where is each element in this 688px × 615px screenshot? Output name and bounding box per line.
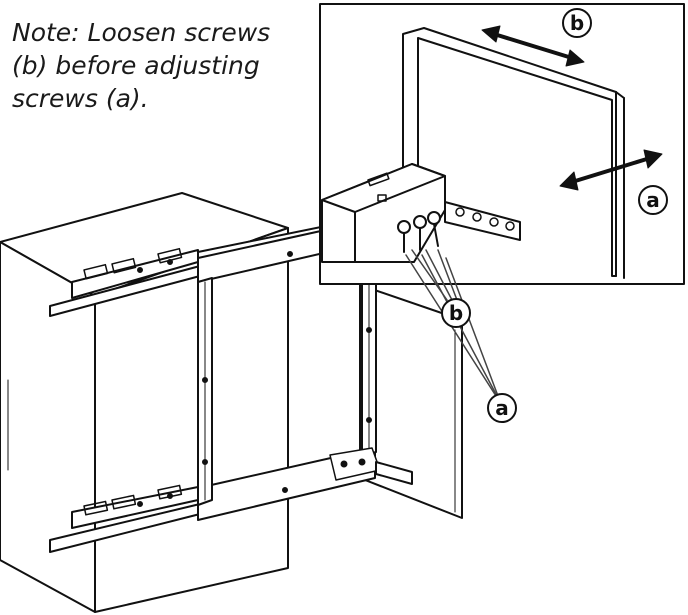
callout-main-b: b (441, 298, 471, 328)
callout-inset-a: a (638, 185, 668, 215)
svg-text:b: b (570, 11, 584, 35)
instruction-note: Note: Loosen screws (b) before adjusting… (12, 16, 312, 115)
double-arrow-icon (481, 25, 585, 67)
note-line-2: (b) before adjusting (12, 51, 260, 80)
note-line-3: screws (a). (12, 84, 149, 113)
screw-icon (397, 211, 441, 253)
callout-inset-b: b (562, 8, 592, 38)
door-panel (359, 284, 463, 519)
callout-main-a: a (487, 393, 517, 423)
svg-text:a: a (495, 396, 509, 420)
svg-text:b: b (449, 301, 463, 325)
double-arrow-icon (559, 149, 663, 191)
note-line-1: Note: Loosen screws (12, 18, 271, 47)
detail-inset (319, 3, 685, 285)
svg-text:a: a (646, 188, 660, 212)
